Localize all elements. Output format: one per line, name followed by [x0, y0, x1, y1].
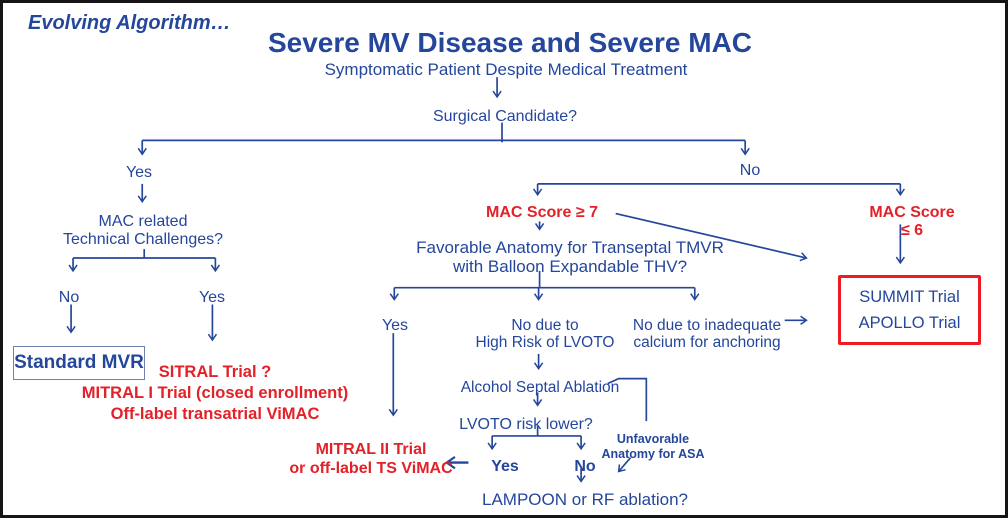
mac-score-low-label: MAC Score ≤ 6: [869, 204, 955, 239]
surgical-no-label: No: [739, 162, 761, 179]
anatomy-question: Favorable Anatomy for Transeptal TMVR wi…: [416, 238, 724, 276]
lvoto-no-label: No: [574, 458, 596, 475]
mac-challenges-no-label: No: [58, 289, 80, 306]
bracket-asa-unfavorable: [607, 377, 648, 422]
summit-apollo-trials: SUMMIT Trial APOLLO Trial: [858, 288, 961, 332]
page-title: Severe MV Disease and Severe MAC: [267, 27, 753, 58]
summit-apollo-box: SUMMIT Trial APOLLO Trial: [838, 275, 981, 345]
lampoon-label: LAMPOON or RF ablation?: [482, 490, 688, 509]
arrow-ge7-to-outcome-box: [615, 212, 808, 262]
mac-challenges-yes-label: Yes: [198, 289, 226, 306]
mitral2-trials-label: MITRAL II Trial or off-label TS ViMAC: [289, 441, 453, 477]
mac-challenges-question: MAC related Technical Challenges?: [62, 213, 224, 248]
standard-mvr-label: Standard MVR: [14, 352, 144, 373]
eyebrow-text: Evolving Algorithm…: [28, 12, 231, 34]
standard-mvr-box: Standard MVR: [13, 346, 145, 380]
anatomy-yes-label: Yes: [381, 317, 409, 334]
anatomy-no-lvoto-label: No due to High Risk of LVOTO: [475, 317, 615, 351]
surgical-trials-list: SITRAL Trial ? MITRAL I Trial (closed en…: [81, 363, 349, 423]
unfavorable-asa-label: Unfavorable Anatomy for ASA: [601, 432, 705, 461]
lvoto-risk-question: LVOTO risk lower?: [459, 416, 593, 433]
lvoto-yes-label: Yes: [491, 458, 519, 475]
surgical-yes-label: Yes: [125, 164, 153, 181]
alcohol-septal-ablation-label: Alcohol Septal Ablation: [460, 379, 620, 396]
subtitle: Symptomatic Patient Despite Medical Trea…: [324, 60, 688, 79]
root-question: Surgical Candidate?: [432, 108, 578, 125]
anatomy-no-calcium-label: No due to inadequate calcium for anchori…: [632, 317, 782, 351]
arrow-unfavorable-to-lampoon: [617, 457, 632, 473]
mac-score-high-label: MAC Score ≥ 7: [486, 204, 598, 221]
flow-connectors: [66, 77, 906, 483]
